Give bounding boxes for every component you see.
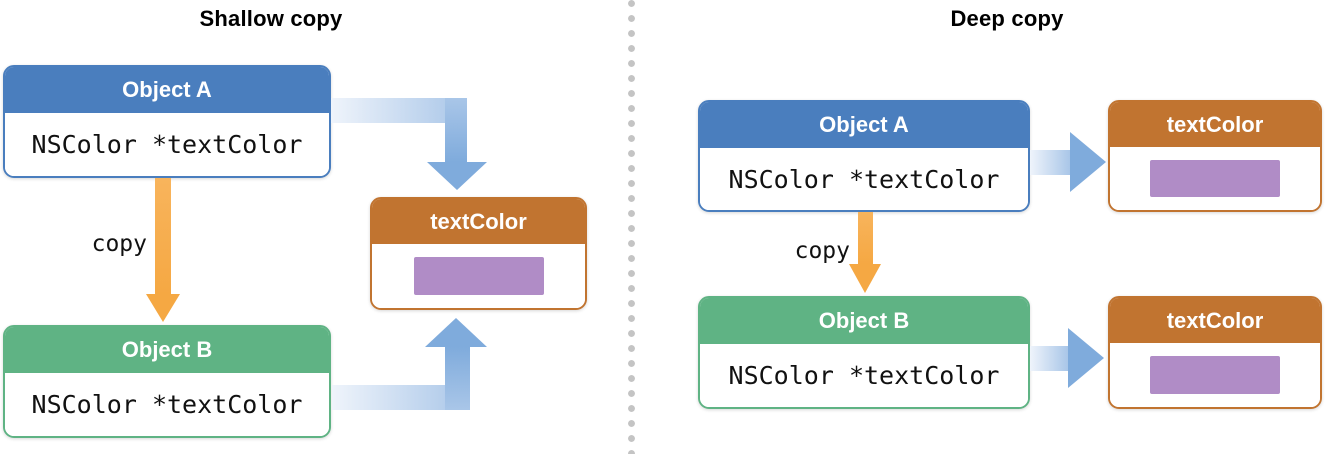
object-b-box: Object B NSColor *textColor [3, 325, 331, 438]
purple-color-swatch [413, 257, 544, 295]
object-a-body: NSColor *textColor [5, 113, 329, 176]
textcolor-header: textColor [372, 199, 585, 244]
object-a-header: Object A [5, 67, 329, 113]
textcolor-b-label-deep: textColor [1166, 307, 1264, 333]
copy-arrow-shaft [155, 178, 171, 294]
textcolor-a-label-deep: textColor [1166, 111, 1264, 137]
object-b-field-deep: NSColor *textColor [728, 361, 1000, 390]
textcolor-label: textColor [430, 208, 527, 234]
purple-color-swatch-b-deep [1150, 356, 1280, 394]
textcolor-a-body-deep [1110, 147, 1320, 210]
object-b-body-deep: NSColor *textColor [700, 344, 1028, 407]
object-a-field-deep: NSColor *textColor [728, 164, 1000, 194]
deep-copy-title: Deep copy [950, 6, 1064, 31]
pointer-arrow-a-deep-shaft [1030, 150, 1070, 175]
object-a-field: NSColor *textColor [31, 130, 303, 159]
pointer-arrow-b-head-icon [425, 318, 487, 347]
pointer-arrow-a-head-icon [427, 162, 487, 190]
object-b-label: Object B [121, 337, 213, 362]
textcolor-a-header-deep: textColor [1110, 102, 1320, 147]
object-a-label: Object A [122, 77, 212, 102]
divider-dotted-line [628, 0, 635, 454]
textcolor-a-box-deep: textColor [1108, 100, 1322, 212]
object-b-header: Object B [5, 327, 329, 373]
object-b-header-deep: Object B [700, 298, 1028, 344]
textcolor-b-body-deep [1110, 343, 1320, 407]
purple-color-swatch-a-deep [1150, 160, 1280, 197]
pointer-arrow-b-deep-shaft [1030, 346, 1068, 371]
object-b-label-deep: Object B [818, 308, 910, 333]
object-a-box: Object A NSColor *textColor [3, 65, 331, 178]
shallow-copy-title: Shallow copy [199, 6, 343, 31]
object-a-box-deep: Object A NSColor *textColor [698, 100, 1030, 212]
object-b-field: NSColor *textColor [31, 390, 303, 419]
object-b-body: NSColor *textColor [5, 373, 329, 436]
object-a-body-deep: NSColor *textColor [700, 148, 1028, 210]
object-a-label-deep: Object A [819, 112, 909, 137]
object-b-box-deep: Object B NSColor *textColor [698, 296, 1030, 409]
pointer-arrow-a-vertical [445, 98, 467, 162]
object-a-header-deep: Object A [700, 102, 1028, 148]
copy-arrow-label-deep: copy [794, 238, 850, 264]
pointer-arrow-b-vertical [445, 347, 470, 410]
copy-arrow-head-deep-icon [849, 264, 881, 293]
copy-arrow-label: copy [91, 231, 147, 257]
pointer-arrow-a-horizontal [331, 98, 467, 123]
pointer-arrow-b-deep-head-icon [1068, 328, 1104, 388]
copy-arrow-shaft-deep [858, 212, 873, 264]
copy-arrow-head-icon [146, 294, 180, 322]
textcolor-b-box-deep: textColor [1108, 296, 1322, 409]
pointer-arrow-a-deep-head-icon [1070, 132, 1106, 192]
textcolor-b-header-deep: textColor [1110, 298, 1320, 343]
textcolor-body [372, 244, 585, 308]
textcolor-box: textColor [370, 197, 587, 310]
